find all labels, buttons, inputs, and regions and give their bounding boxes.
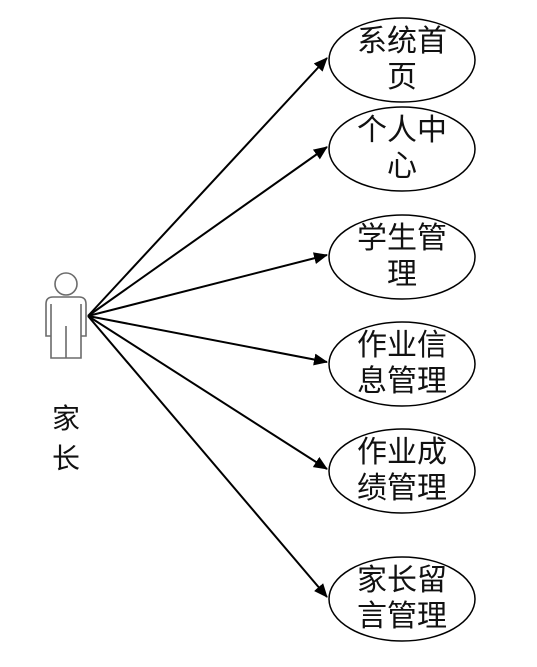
use-case-3[interactable]	[328, 214, 476, 300]
arrow-to-use-case-1	[87, 57, 328, 317]
use-case-1-line2: 页	[387, 60, 417, 95]
use-cases	[328, 17, 476, 642]
use-case-1[interactable]	[328, 17, 476, 103]
use-case-5[interactable]	[328, 428, 476, 514]
arrow-to-use-case-5	[87, 315, 328, 470]
use-case-6[interactable]	[328, 556, 476, 642]
use-case-labels: 系统首 页 个人中 心 学生管 理 作业信 息管理 作业成 绩管理 家长留 言管…	[357, 24, 447, 634]
use-case-6-line2: 言管理	[357, 599, 447, 634]
arrow-to-use-case-2	[87, 146, 328, 317]
arrow-to-use-case-3	[87, 252, 328, 317]
actor-person-icon	[45, 272, 87, 359]
use-case-4-line1: 作业信	[357, 328, 447, 363]
use-case-5-line1: 作业成	[357, 435, 447, 470]
use-case-6-line1: 家长留	[357, 563, 447, 598]
association-arrows	[87, 57, 328, 598]
actor-label-line2: 长	[52, 442, 80, 475]
use-case-2-line1: 个人中	[357, 113, 447, 148]
use-case-2-line2: 心	[387, 149, 417, 184]
actor-label-line1: 家	[52, 402, 80, 435]
arrow-to-use-case-4	[87, 315, 328, 366]
use-case-4[interactable]	[328, 321, 476, 407]
use-case-3-line2: 理	[387, 257, 417, 292]
use-case-1-line1: 系统首	[357, 24, 447, 59]
use-case-2[interactable]	[328, 106, 476, 192]
arrow-to-use-case-6	[87, 315, 328, 598]
use-case-5-line2: 绩管理	[357, 471, 447, 506]
use-case-4-line2: 息管理	[357, 364, 447, 399]
use-case-3-line1: 学生管	[357, 221, 447, 256]
